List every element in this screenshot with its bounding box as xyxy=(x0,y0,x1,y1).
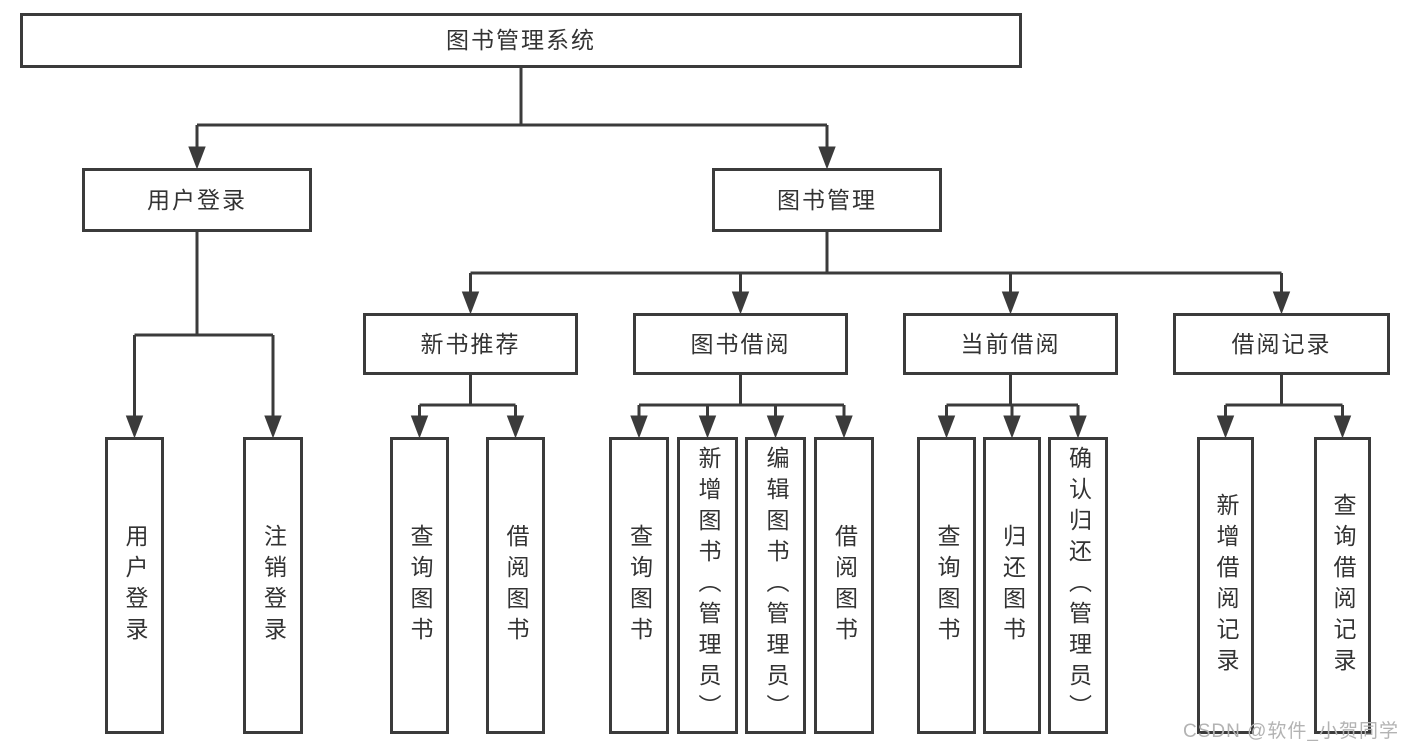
node-user-login: 用户登录 xyxy=(82,168,312,232)
leaf-query-books-recommend: 查询图书 xyxy=(390,437,449,734)
leaf-edit-books-admin: 编辑图书（管理员） xyxy=(745,437,806,734)
node-book-management: 图书管理 xyxy=(712,168,942,232)
leaf-logout: 注销登录 xyxy=(243,437,303,734)
leaf-add-books-admin: 新增图书（管理员） xyxy=(677,437,738,734)
leaf-return-books: 归还图书 xyxy=(983,437,1041,734)
leaf-query-books-current: 查询图书 xyxy=(917,437,976,734)
leaf-user-login: 用户登录 xyxy=(105,437,164,734)
leaf-borrow-books-recommend: 借阅图书 xyxy=(486,437,545,734)
watermark: CSDN @软件_小贺同学 xyxy=(1183,721,1399,742)
leaf-confirm-return-admin: 确认归还（管理员） xyxy=(1048,437,1108,734)
leaf-query-borrow-record: 查询借阅记录 xyxy=(1314,437,1371,734)
node-current-borrow: 当前借阅 xyxy=(903,313,1118,375)
node-book-borrow: 图书借阅 xyxy=(633,313,848,375)
leaf-query-books-borrow: 查询图书 xyxy=(609,437,669,734)
node-borrow-records: 借阅记录 xyxy=(1173,313,1390,375)
leaf-borrow-books: 借阅图书 xyxy=(814,437,874,734)
leaf-add-borrow-record: 新增借阅记录 xyxy=(1197,437,1254,734)
node-new-book-recommend: 新书推荐 xyxy=(363,313,578,375)
node-root: 图书管理系统 xyxy=(20,13,1022,68)
